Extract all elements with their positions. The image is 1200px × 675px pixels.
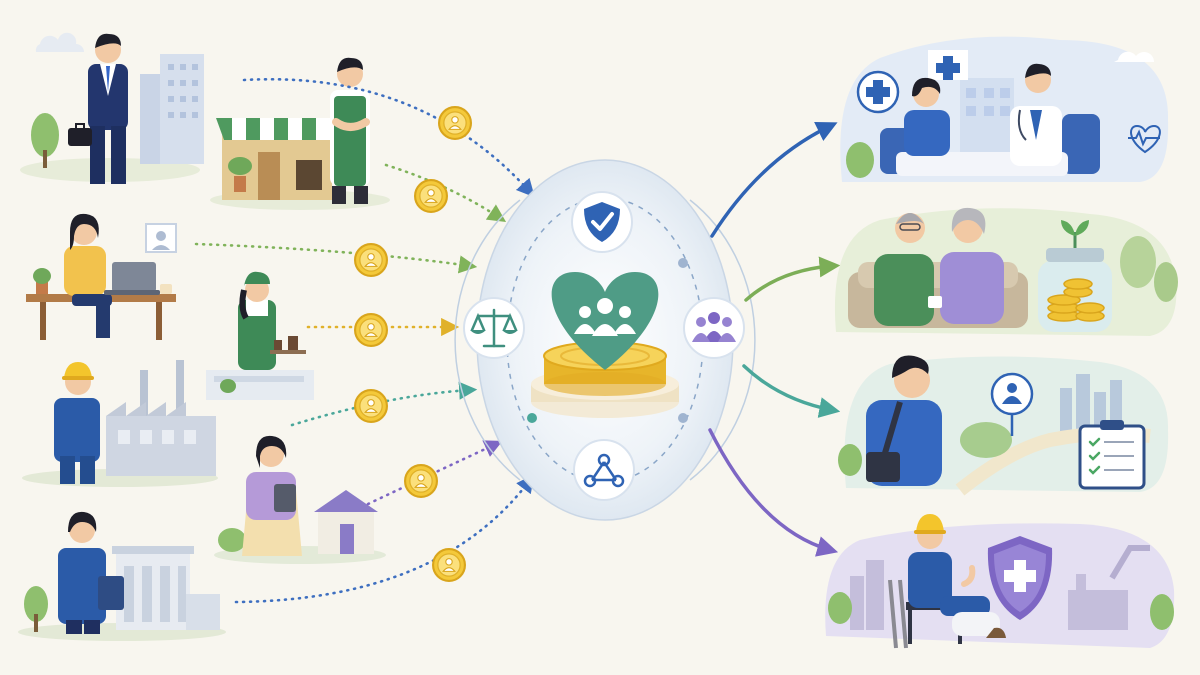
flow-5 xyxy=(290,381,478,427)
flow-2 xyxy=(384,163,507,223)
contributor-freelancer xyxy=(214,435,386,564)
coin-token xyxy=(354,389,388,423)
contributor-office-worker xyxy=(20,32,204,184)
benefit-arrow-healthcare xyxy=(710,122,838,238)
job-search-icon xyxy=(990,372,1034,436)
heart-people-icon xyxy=(551,272,659,370)
heart-rate-icon xyxy=(1128,124,1161,154)
clipboard-icon xyxy=(98,576,124,610)
benefit-arrow-retirement xyxy=(744,256,841,302)
contributor-cafe-worker xyxy=(206,271,314,400)
contributor-factory-worker xyxy=(22,360,218,487)
benefit-arrow-unemployment xyxy=(742,364,841,418)
benefit-work-injury-protection xyxy=(825,514,1175,649)
medical-cross-icon xyxy=(856,70,900,114)
hard-hat-icon xyxy=(64,362,92,378)
flow-1 xyxy=(242,78,535,198)
shield-cross-icon xyxy=(987,536,1053,620)
contributor-public-servant xyxy=(18,511,226,641)
scales-icon xyxy=(463,297,525,359)
benefit-flows xyxy=(708,122,841,557)
coin-token xyxy=(354,243,388,277)
coin-token xyxy=(354,313,388,347)
benefit-arrow-injury xyxy=(708,428,839,557)
shield-check-icon xyxy=(571,191,633,253)
contributor-shop-owner xyxy=(210,57,390,210)
laptop-icon xyxy=(104,262,160,295)
benefit-unemployment-support xyxy=(838,355,1169,496)
checklist-icon xyxy=(1078,420,1146,490)
coin-token xyxy=(432,548,466,582)
contributor-remote-worker xyxy=(26,213,177,340)
savings-jar-icon xyxy=(1038,220,1112,332)
flow-6 xyxy=(366,440,503,506)
network-icon xyxy=(573,439,635,501)
coin-token xyxy=(404,464,438,498)
coin-token xyxy=(438,106,472,140)
benefit-healthcare xyxy=(840,36,1169,182)
tablet-icon xyxy=(274,484,296,512)
insurance-hub xyxy=(454,159,756,521)
coffee-icon xyxy=(270,336,306,354)
flow-3 xyxy=(194,242,478,274)
benefit-retirement-pension xyxy=(834,207,1178,336)
coin-token xyxy=(414,179,448,213)
people-group-icon xyxy=(683,297,745,359)
briefcase-icon xyxy=(68,128,92,146)
